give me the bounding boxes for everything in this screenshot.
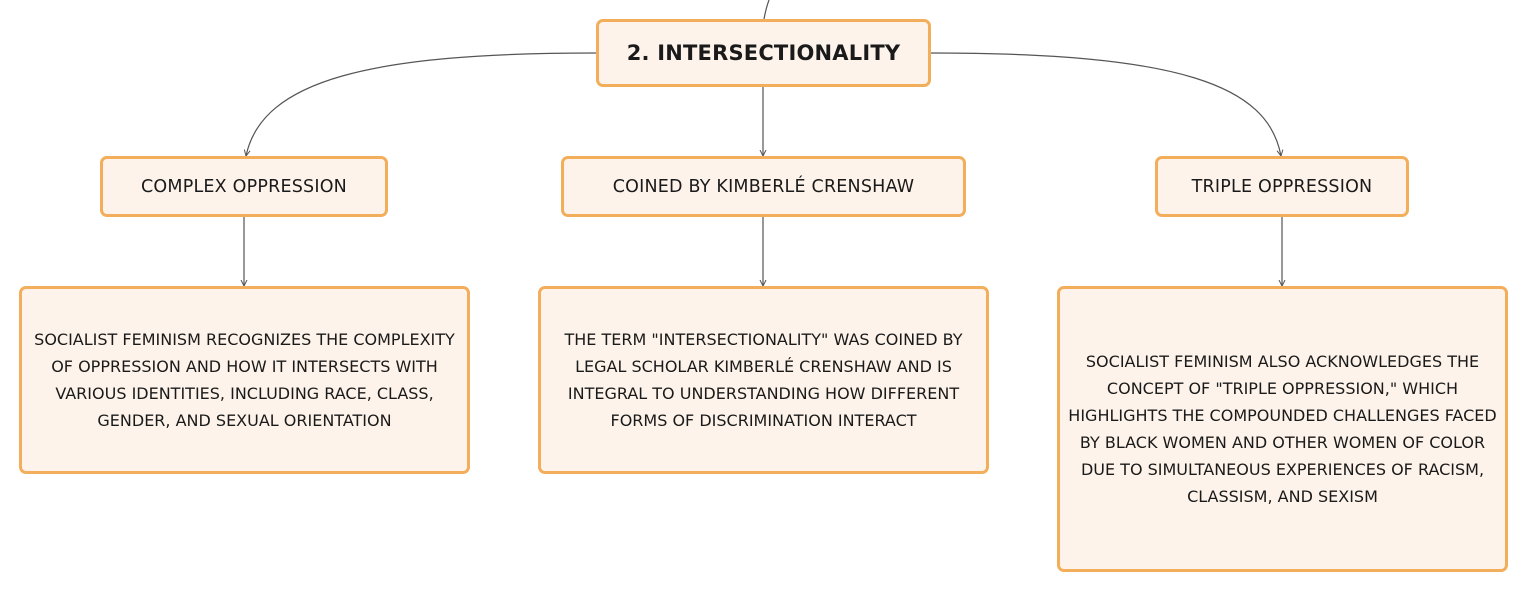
branch-node-label: COINED BY KIMBERLÉ CRENSHAW	[612, 176, 915, 197]
detail-node-text: SOCIALIST FEMINISM ALSO ACKNOWLEDGES THE…	[1068, 352, 1497, 506]
branch-node-label: TRIPLE OPPRESSION	[1191, 176, 1373, 197]
branch-node-triple-oppression[interactable]: TRIPLE OPPRESSION	[1155, 156, 1409, 217]
branch-node-complex-oppression[interactable]: COMPLEX OPPRESSION	[100, 156, 388, 217]
detail-node-text: SOCIALIST FEMINISM RECOGNIZES THE COMPLE…	[34, 330, 455, 430]
root-node-label: 2. INTERSECTIONALITY	[626, 41, 901, 65]
connector-root-to-triple-oppression	[930, 52, 1281, 156]
incoming-connector	[763, 0, 770, 20]
connector-root-to-complex-oppression	[246, 52, 597, 156]
detail-node-complex-oppression[interactable]: SOCIALIST FEMINISM RECOGNIZES THE COMPLE…	[19, 286, 470, 474]
branch-node-coined-by-crenshaw[interactable]: COINED BY KIMBERLÉ CRENSHAW	[561, 156, 966, 217]
detail-node-coined-by-crenshaw[interactable]: THE TERM "INTERSECTIONALITY" WAS COINED …	[538, 286, 989, 474]
detail-node-text: THE TERM "INTERSECTIONALITY" WAS COINED …	[564, 330, 963, 430]
detail-node-triple-oppression[interactable]: SOCIALIST FEMINISM ALSO ACKNOWLEDGES THE…	[1057, 286, 1508, 572]
branch-node-label: COMPLEX OPPRESSION	[141, 176, 347, 197]
root-node-intersectionality[interactable]: 2. INTERSECTIONALITY	[596, 19, 931, 87]
